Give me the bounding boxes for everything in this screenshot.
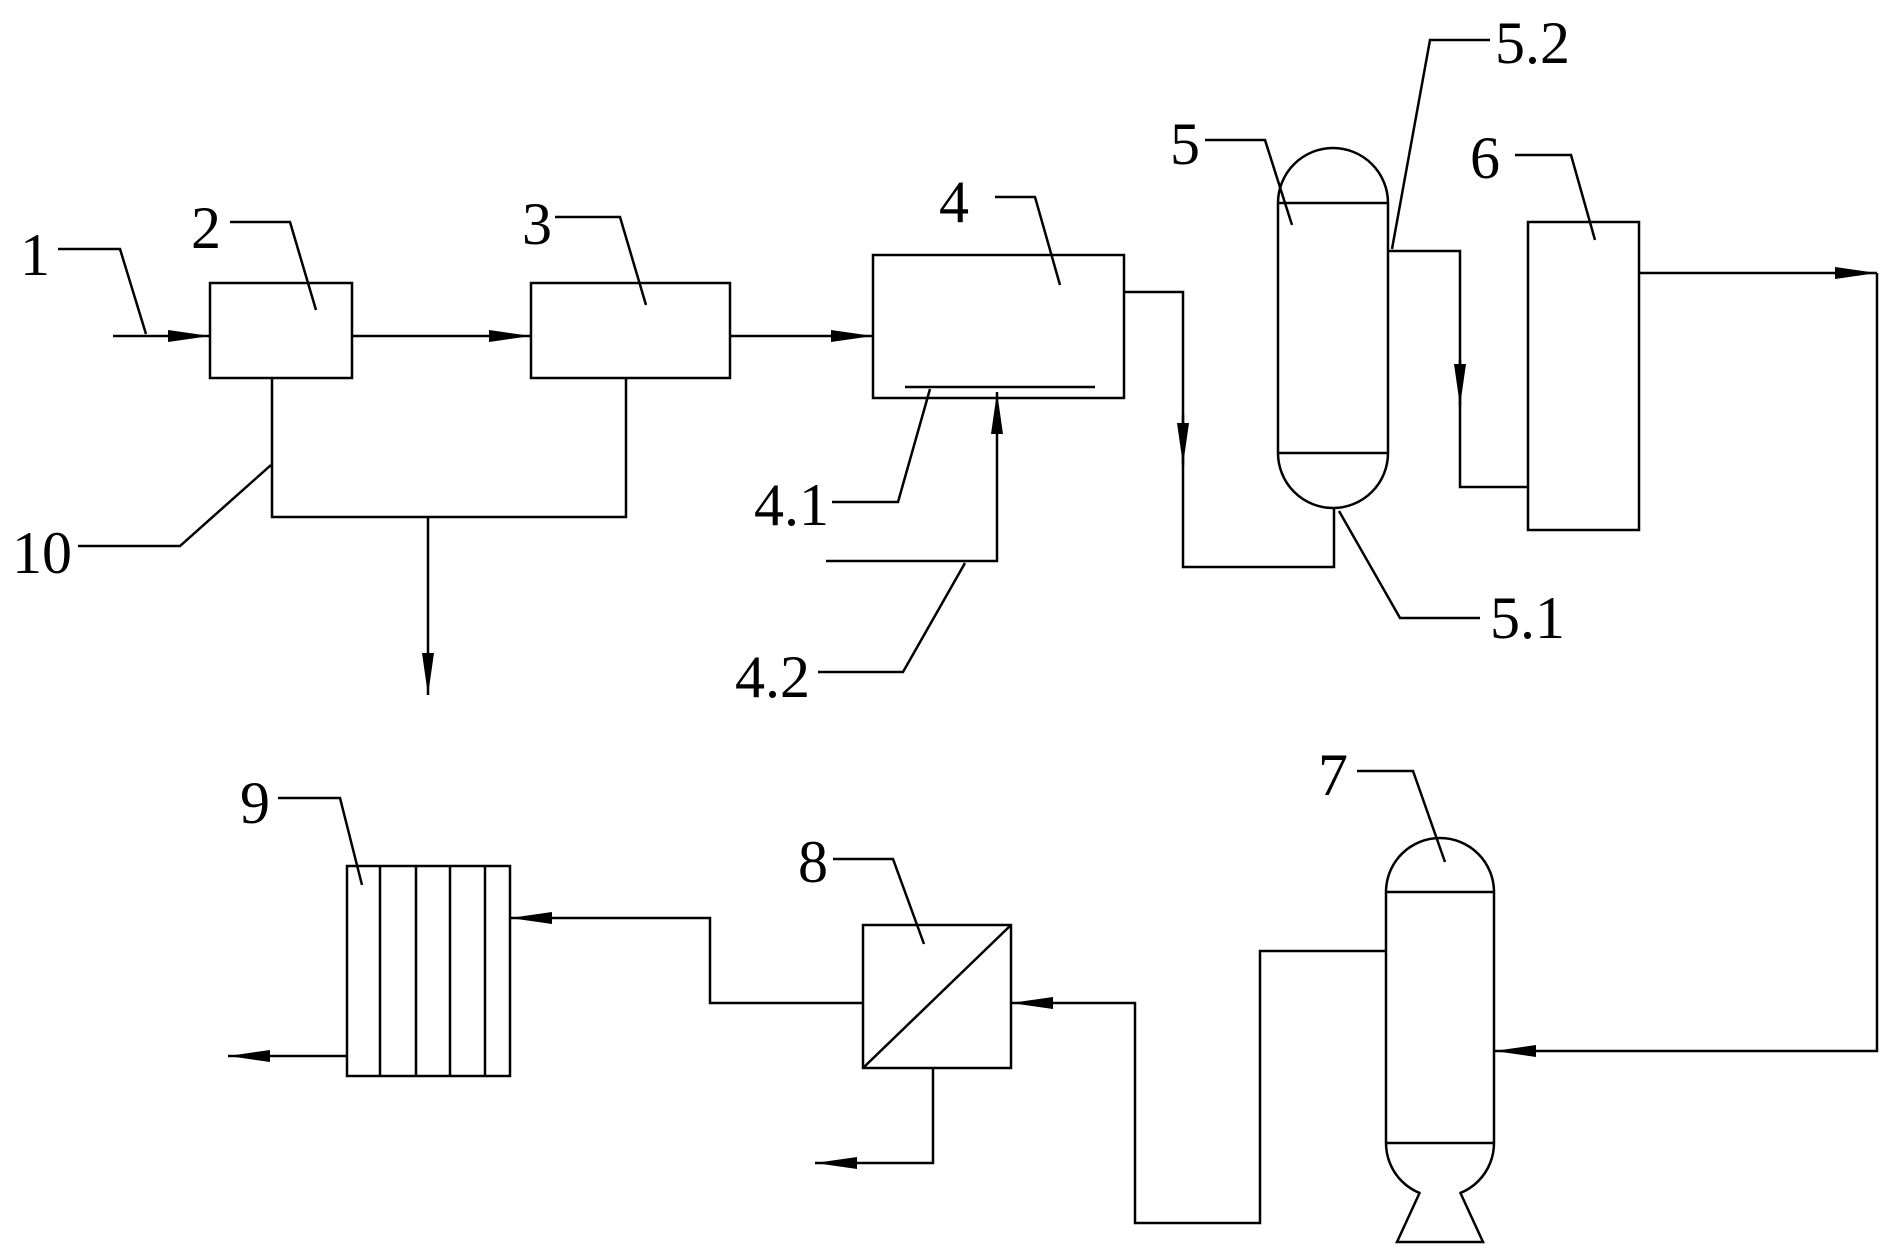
label-1: 1: [20, 222, 50, 288]
vessel-5: [1276, 146, 1390, 510]
pipe-7-to-8: [1065, 949, 1386, 1225]
pipe-4-to-5: [1124, 290, 1336, 569]
label-4-1: 4.1: [754, 472, 829, 538]
label-6: 6: [1470, 125, 1500, 191]
label-2: 2: [191, 195, 221, 261]
pipe-6-to-7: [1545, 273, 1879, 1053]
leader-10: [78, 464, 272, 548]
membrane-8: [861, 923, 1013, 1070]
leader-1: [58, 247, 148, 335]
unit-2-box: [208, 281, 354, 380]
leader-5-2: [1390, 38, 1490, 250]
vessel-7-skirt: [1395, 1191, 1485, 1244]
leader-4-2: [818, 562, 967, 674]
leader-5: [1205, 138, 1294, 226]
label-4: 4: [939, 169, 969, 235]
label-4-2: 4.2: [735, 644, 810, 710]
unit-4-tank: [871, 253, 1126, 400]
leader-4-1: [832, 388, 932, 504]
label-8: 8: [798, 829, 828, 895]
leader-5-1: [1337, 510, 1480, 620]
unit-6-box: [1526, 220, 1641, 532]
pipe-5-to-6: [1388, 249, 1528, 489]
pipe-10-collector: [270, 378, 628, 519]
leader-3: [555, 215, 648, 306]
label-10: 10: [12, 520, 72, 586]
label-5-2: 5.2: [1495, 10, 1570, 76]
label-9: 9: [240, 770, 270, 836]
label-5: 5: [1170, 111, 1200, 177]
leader-6: [1515, 153, 1597, 241]
leader-7: [1357, 769, 1447, 863]
pipe-4-2-gas-inlet: [826, 431, 999, 563]
leader-9: [278, 796, 364, 886]
leader-8: [833, 857, 926, 945]
pipe-8-reject: [860, 1068, 935, 1165]
label-7: 7: [1318, 742, 1348, 808]
unit-3-box: [529, 281, 732, 380]
vessel-7: [1384, 836, 1496, 1244]
leader-2: [230, 220, 318, 311]
pipe-8-to-9: [562, 916, 863, 1005]
unit-9-stack: [345, 864, 512, 1078]
label-5-1: 5.1: [1490, 585, 1565, 651]
label-3: 3: [522, 191, 552, 257]
leader-4: [995, 195, 1062, 286]
